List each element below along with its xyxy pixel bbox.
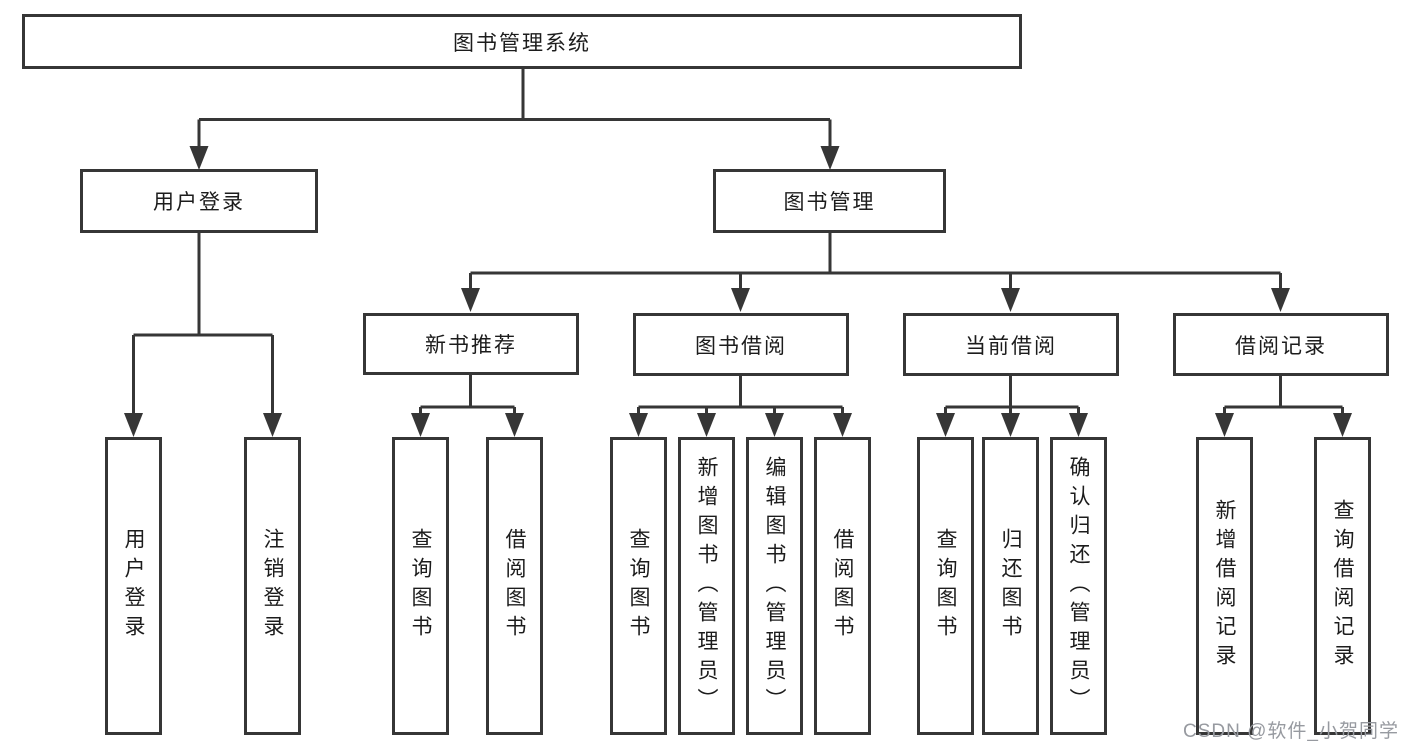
node-label: 确认归还（管理员） xyxy=(1067,455,1090,717)
node-borrow-records: 借阅记录 xyxy=(1173,313,1389,376)
node-label: 用户登录 xyxy=(122,528,145,644)
leaf-user-login: 用户登录 xyxy=(105,437,162,735)
node-label: 新增借阅记录 xyxy=(1213,499,1236,673)
node-label: 当前借阅 xyxy=(965,334,1057,358)
node-label: 用户登录 xyxy=(153,191,245,214)
leaf-query-books-current: 查询图书 xyxy=(917,437,974,735)
leaf-query-borrow-record: 查询借阅记录 xyxy=(1314,437,1371,735)
node-current-borrow: 当前借阅 xyxy=(903,313,1119,376)
node-label: 查询借阅记录 xyxy=(1331,499,1354,673)
leaf-add-books-admin: 新增图书（管理员） xyxy=(678,437,735,735)
node-label: 借阅记录 xyxy=(1235,334,1327,358)
node-label: 注销登录 xyxy=(261,528,284,644)
node-label: 查询图书 xyxy=(627,528,650,644)
leaf-return-books: 归还图书 xyxy=(982,437,1039,735)
leaf-logout: 注销登录 xyxy=(244,437,301,735)
node-book-borrow: 图书借阅 xyxy=(633,313,849,376)
node-label: 查询图书 xyxy=(934,528,957,644)
node-label: 图书借阅 xyxy=(695,334,787,358)
node-label: 新增图书（管理员） xyxy=(695,455,718,717)
leaf-add-borrow-record: 新增借阅记录 xyxy=(1196,437,1253,735)
node-new-book-recommend: 新书推荐 xyxy=(363,313,579,375)
csdn-watermark: CSDN @软件_小贺同学 xyxy=(1183,721,1399,742)
node-label: 归还图书 xyxy=(999,528,1022,644)
node-label: 借阅图书 xyxy=(831,528,854,644)
node-label: 新书推荐 xyxy=(425,334,517,357)
node-label: 借阅图书 xyxy=(503,528,526,644)
node-label: 图书管理 xyxy=(783,191,876,214)
node-label: 图书管理系统 xyxy=(453,31,591,55)
leaf-borrow-books-recommend: 借阅图书 xyxy=(486,437,543,735)
leaf-borrow-books: 借阅图书 xyxy=(814,437,871,735)
leaf-query-books-recommend: 查询图书 xyxy=(392,437,449,735)
leaf-edit-books-admin: 编辑图书（管理员） xyxy=(746,437,803,735)
node-user-login: 用户登录 xyxy=(80,169,318,233)
node-root-library-system: 图书管理系统 xyxy=(22,14,1022,69)
node-label: 查询图书 xyxy=(409,528,432,644)
leaf-confirm-return-admin: 确认归还（管理员） xyxy=(1050,437,1107,735)
node-book-management: 图书管理 xyxy=(713,169,946,233)
leaf-query-books-borrow: 查询图书 xyxy=(610,437,667,735)
node-label: 编辑图书（管理员） xyxy=(763,455,786,717)
